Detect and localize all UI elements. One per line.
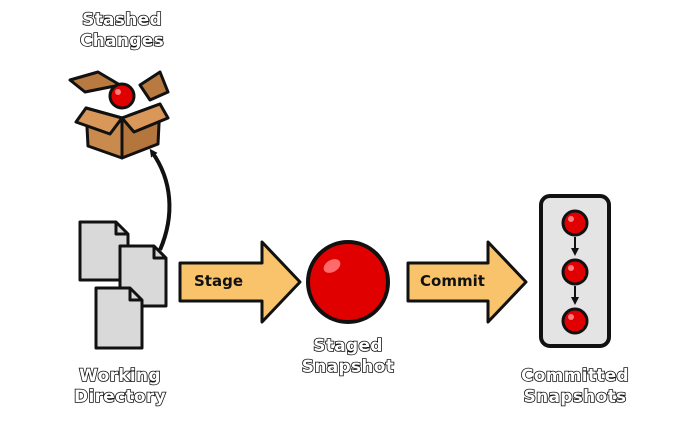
staged-snapshot-line-1: Staged (312, 335, 383, 357)
stage-arrow (178, 240, 302, 324)
working-directory-line-2: Directory (73, 386, 166, 408)
staged-snapshot-label: Staged Snapshot (278, 335, 418, 378)
committed-snapshots-line-1: Committed (520, 365, 630, 387)
staged-snapshot-line-2: Snapshot (301, 356, 395, 378)
documents-icon (78, 220, 168, 350)
open-box-icon (68, 70, 170, 160)
commit-dot-2 (561, 258, 589, 286)
working-directory-line-1: Working (78, 365, 161, 387)
commit-arrow-label: Commit (420, 272, 485, 290)
working-directory-label: Working Directory (50, 365, 190, 408)
commit-stack-icon (539, 194, 611, 348)
stashed-changes-line-1: Stashed (81, 9, 162, 31)
commit-dot-1 (561, 209, 589, 237)
stage-arrow-label: Stage (194, 272, 244, 290)
stashed-change-dot (108, 82, 136, 110)
red-circle-icon (306, 240, 390, 324)
document-front (94, 286, 144, 350)
commit-arrow (406, 240, 528, 324)
stashed-changes-label: Stashed Changes (52, 9, 192, 52)
stashed-changes-line-2: Changes (79, 30, 165, 52)
commit-dot-3 (561, 307, 589, 335)
committed-snapshots-line-2: Snapshots (523, 386, 627, 408)
committed-snapshots-label: Committed Snapshots (500, 365, 650, 408)
stash-arrow (149, 148, 172, 251)
